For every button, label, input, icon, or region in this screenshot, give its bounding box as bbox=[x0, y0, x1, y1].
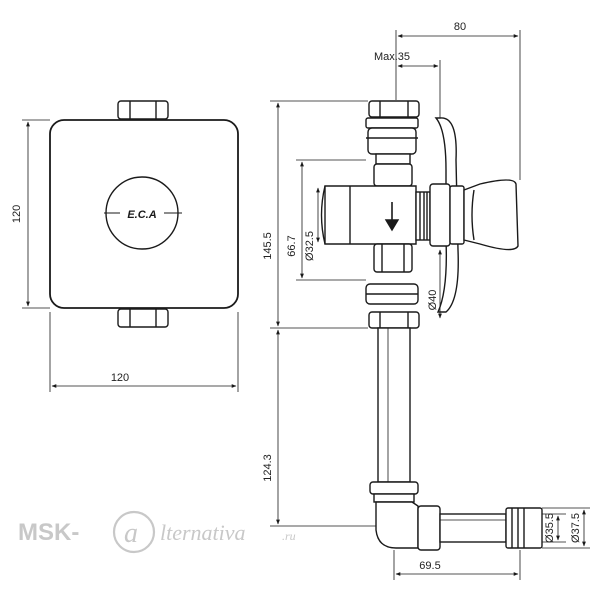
front-dimensions bbox=[22, 119, 239, 392]
dim-top-width: 80 bbox=[454, 21, 466, 33]
watermark-tld: .ru bbox=[282, 529, 296, 543]
dim-pipe-outer-diameter: Ø37.5 bbox=[570, 513, 582, 543]
dim-pipe-inner-diameter: Ø35.5 bbox=[544, 513, 556, 543]
vertical-pipe bbox=[377, 327, 411, 483]
side-top-nut bbox=[368, 100, 420, 118]
watermark: MSK- a lternativa .ru bbox=[18, 510, 296, 554]
dim-total-height: 145.5 bbox=[262, 232, 274, 260]
watermark-brand: MSK- bbox=[18, 519, 79, 546]
side-dimensions bbox=[270, 30, 590, 580]
dim-outlet-diameter: Ø40 bbox=[427, 290, 439, 311]
front-width-dim: 120 bbox=[111, 372, 129, 384]
dim-inlet-diameter: Ø32.5 bbox=[304, 231, 316, 261]
dim-offset: 69.5 bbox=[419, 560, 440, 572]
watermark-at-letter: a bbox=[124, 518, 138, 549]
dim-max: Max.35 bbox=[374, 51, 410, 63]
push-button bbox=[463, 179, 519, 251]
valve-body bbox=[324, 185, 417, 245]
watermark-at-icon bbox=[112, 510, 156, 554]
top-nut bbox=[117, 100, 169, 120]
watermark-tail: lternativa bbox=[160, 520, 246, 545]
dim-inner-height: 66.7 bbox=[286, 235, 298, 256]
front-logo: E.C.A bbox=[127, 209, 156, 221]
elbow bbox=[375, 501, 419, 549]
side-view bbox=[320, 100, 543, 551]
outlet-pipe bbox=[439, 513, 507, 543]
bottom-nut bbox=[117, 308, 169, 328]
logo-bg bbox=[120, 206, 164, 220]
dim-pipe-length: 124.3 bbox=[262, 454, 274, 482]
front-height-dim: 120 bbox=[11, 205, 23, 223]
side-bottom-nut bbox=[368, 311, 420, 329]
